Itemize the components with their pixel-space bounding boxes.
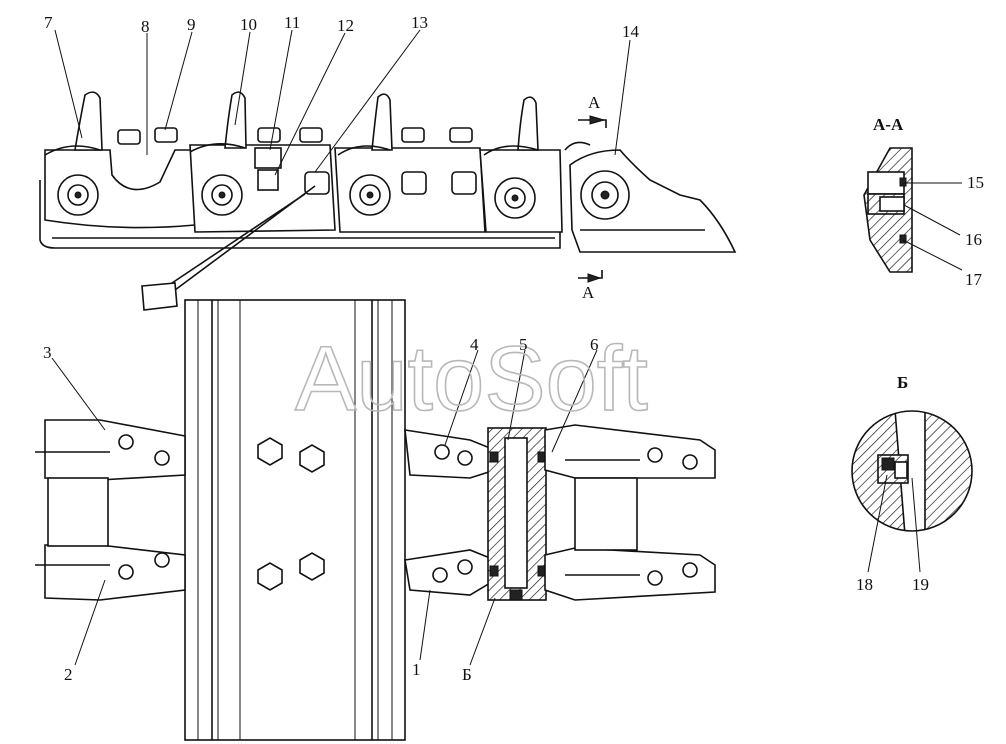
callout-8: 8 xyxy=(141,17,150,36)
svg-text:А-А: А-А xyxy=(873,115,904,134)
center-link-upper xyxy=(404,429,496,479)
callout-18: 18 xyxy=(856,575,873,594)
callout-3: 3 xyxy=(43,343,52,362)
section-arrow-top: А xyxy=(578,93,607,128)
svg-text:А: А xyxy=(588,93,601,112)
grouser-3 xyxy=(371,93,393,151)
callout-16: 16 xyxy=(965,230,982,249)
callout-b: Б xyxy=(462,665,472,684)
svg-text:Б: Б xyxy=(897,373,908,392)
callout-17: 17 xyxy=(965,270,983,289)
callout-labels: 7 8 9 10 11 12 13 14 15 16 17 3 4 5 6 2 … xyxy=(43,13,984,684)
callout-6: 6 xyxy=(590,335,599,354)
callout-2: 2 xyxy=(64,665,73,684)
right-bushing xyxy=(574,477,638,551)
track-plan-view xyxy=(35,299,716,741)
callout-7: 7 xyxy=(44,13,53,32)
grouser-1 xyxy=(74,91,103,151)
section-b-view: Б xyxy=(851,373,973,573)
callout-14: 14 xyxy=(622,22,640,41)
link-hubs xyxy=(57,174,536,219)
grouser-4 xyxy=(517,96,539,151)
callout-15: 15 xyxy=(967,173,984,192)
callout-5: 5 xyxy=(519,335,528,354)
callout-9: 9 xyxy=(187,15,196,34)
callout-19: 19 xyxy=(912,575,929,594)
callout-4: 4 xyxy=(470,335,479,354)
track-shoe-plate xyxy=(184,299,406,741)
lock-key-detail xyxy=(141,282,178,311)
center-link-lower xyxy=(404,549,496,596)
callout-13: 13 xyxy=(411,13,428,32)
section-aa-view: А-А xyxy=(863,115,963,273)
left-bushing xyxy=(47,477,109,547)
right-link-upper xyxy=(544,424,716,479)
shoe-bolts xyxy=(257,437,325,591)
callout-12: 12 xyxy=(337,16,354,35)
callout-1: 1 xyxy=(412,660,421,679)
left-link-upper xyxy=(44,419,186,481)
callout-10: 10 xyxy=(240,15,257,34)
bolt-row xyxy=(117,127,473,145)
callout-11: 11 xyxy=(284,13,300,32)
watermark-text: AutoSoft xyxy=(295,328,648,430)
track-side-view xyxy=(39,91,737,311)
section-arrow-bottom: А xyxy=(578,270,603,302)
leader-lines xyxy=(51,29,631,666)
svg-text:А: А xyxy=(582,283,595,302)
